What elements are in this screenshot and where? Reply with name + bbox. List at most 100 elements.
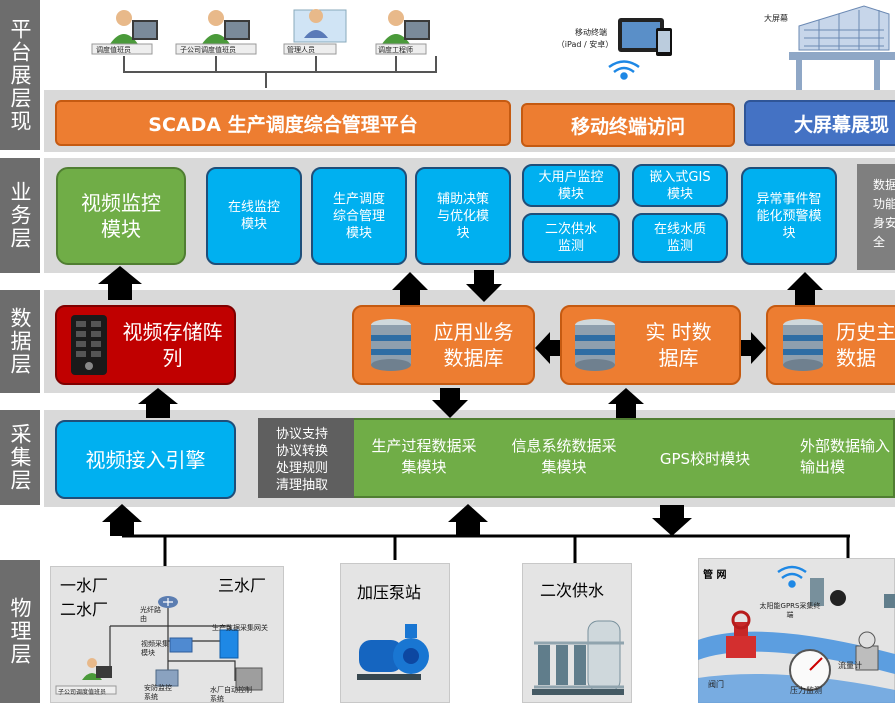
collection-green-bar	[258, 418, 895, 498]
realtime-database-label: 实 时数据库	[645, 320, 712, 370]
production-collection-module[interactable]: 生产过程数据采集模块	[371, 437, 477, 476]
mobile-access-bar[interactable]: 移动终端访问	[521, 103, 735, 147]
database-icon	[783, 319, 823, 371]
layer-label-platform: 平台展层现	[0, 0, 40, 150]
realtime-database[interactable]: 实 时数据库	[560, 305, 741, 385]
user-caption-dispatcher: 调度值班员	[96, 46, 131, 54]
pipe-network-label: 管 网	[703, 570, 727, 581]
solar-terminal-label: 太阳能GPRS采集终端	[759, 602, 821, 619]
video-module-label: 视频采集模块	[141, 640, 169, 657]
gateway-label: 生产数据采集网关	[212, 624, 268, 632]
pressure-label: 压力监测	[790, 686, 822, 695]
database-icon	[575, 319, 615, 371]
arrow-down-icon	[466, 270, 502, 302]
arrow-up-icon	[392, 272, 428, 305]
arrow-down-icon	[432, 388, 468, 418]
pump-icon	[357, 624, 429, 680]
water-quality-module[interactable]: 在线水质监测	[632, 213, 728, 263]
video-monitor-module[interactable]: 视频监控模块	[56, 167, 186, 265]
layer-label-physical: 物理层	[0, 560, 40, 703]
layer-label-data: 数据层	[0, 290, 40, 393]
pressure-gauge-icon	[789, 649, 831, 691]
arrow-right-icon	[741, 332, 766, 364]
router-icon	[158, 596, 178, 608]
decision-module[interactable]: 辅助决策与优化模块	[415, 167, 511, 265]
layer-label-collection: 采集层	[0, 410, 40, 505]
arrow-up-icon	[787, 272, 823, 305]
screen-caption: 大屏幕	[764, 14, 788, 23]
user-caption-manager: 管理人员	[287, 46, 315, 54]
plant-network-diagram	[55, 596, 263, 695]
video-module-icon	[169, 637, 193, 653]
big-screen-bar[interactable]: 大屏幕展现	[744, 100, 895, 146]
plant-2-label: 二水厂	[60, 600, 109, 619]
online-monitor-module[interactable]: 在线监控模块	[206, 167, 302, 265]
security-icon	[155, 669, 179, 687]
plant-3-label: 三水厂	[218, 576, 267, 595]
flowmeter-label: 流量计	[838, 661, 862, 670]
layer-label-business: 业务层	[0, 158, 40, 273]
booster-station-label: 加压泵站	[357, 583, 422, 602]
protocol-item: 处理规则	[276, 461, 329, 476]
user-icon-manager	[283, 9, 347, 55]
alarm-module[interactable]: 异常事件智能化预警模块	[741, 167, 837, 265]
security-label: 安防监控系统	[144, 684, 172, 701]
arrow-down-icon	[652, 505, 692, 536]
video-access-engine[interactable]: 视频接入引擎	[55, 420, 236, 499]
wifi-icon	[608, 60, 640, 80]
plant-1-label: 一水厂	[60, 576, 109, 595]
pipe-network-scene	[698, 565, 895, 703]
wifi-icon	[777, 565, 807, 588]
app-database[interactable]: 应用业务数据库	[352, 305, 535, 385]
protocol-item: 清理抽取	[276, 478, 329, 493]
operator-icon	[55, 658, 117, 695]
external-data-module[interactable]: 外部数据输入输出模	[800, 437, 891, 476]
gis-module[interactable]: 嵌入式GIS模块	[632, 164, 728, 207]
scada-platform-bar[interactable]: SCADA 生产调度综合管理平台	[55, 100, 511, 146]
storage-array-icon	[71, 315, 107, 375]
auto-control-label: 水厂自动控制系统	[210, 686, 252, 703]
tank-equipment-icon	[532, 620, 624, 695]
solar-terminal-icon	[810, 578, 824, 606]
video-storage-label: 视频存储阵列	[122, 320, 223, 370]
valve-icon	[726, 610, 756, 658]
gps-timing-module[interactable]: GPS校时模块	[659, 450, 751, 468]
flowmeter-icon	[855, 631, 879, 671]
history-database[interactable]: 历史主数据	[766, 305, 895, 385]
platform-icons	[91, 5, 895, 90]
arrow-up-icon	[102, 504, 142, 536]
auto-control-icon	[235, 667, 263, 691]
protocol-box[interactable]: 协议支持 协议转换 处理规则 清理抽取	[258, 418, 354, 498]
arrow-up-icon	[448, 504, 488, 536]
protocol-item: 协议转换	[276, 444, 329, 459]
dispatch-module[interactable]: 生产调度综合管理模块	[311, 167, 407, 265]
arrow-up-icon	[608, 388, 644, 418]
gateway-icon	[219, 629, 239, 659]
arrow-left-icon	[535, 332, 560, 364]
app-database-label: 应用业务数据库	[433, 320, 514, 370]
arrow-up-icon	[138, 388, 178, 418]
user-icon-dispatcher	[91, 10, 158, 55]
big-screen-icon	[789, 5, 895, 90]
tablet-icon	[618, 18, 672, 56]
secondary-supply-module[interactable]: 二次供水监测	[522, 213, 620, 263]
protocol-item: 协议支持	[276, 427, 329, 442]
network-bus-line	[122, 534, 850, 568]
video-storage-array[interactable]: 视频存储阵列	[55, 305, 236, 385]
mobile-caption: 移动终端	[575, 28, 607, 37]
security-partial-module[interactable]: 数据功能身安全	[857, 164, 895, 270]
arrow-up-icon	[98, 266, 142, 300]
database-icon	[371, 319, 411, 371]
router-label: 光纤路由	[140, 606, 161, 623]
user-icon-subsidiary	[175, 10, 257, 55]
user-caption-engineer: 调度工程师	[378, 46, 413, 54]
info-system-collection-module[interactable]: 信息系统数据采集模块	[511, 437, 617, 476]
history-database-label: 历史主数据	[836, 320, 895, 370]
mobile-caption-sub: （iPad / 安卓）	[556, 40, 614, 49]
user-icon-engineer	[375, 10, 430, 55]
plant-operator-label: 子公司调度值班员	[58, 689, 107, 696]
big-user-module[interactable]: 大用户监控模块	[522, 164, 620, 207]
secondary-supply-label: 二次供水	[540, 581, 605, 600]
valve-label: 阀门	[708, 680, 724, 689]
